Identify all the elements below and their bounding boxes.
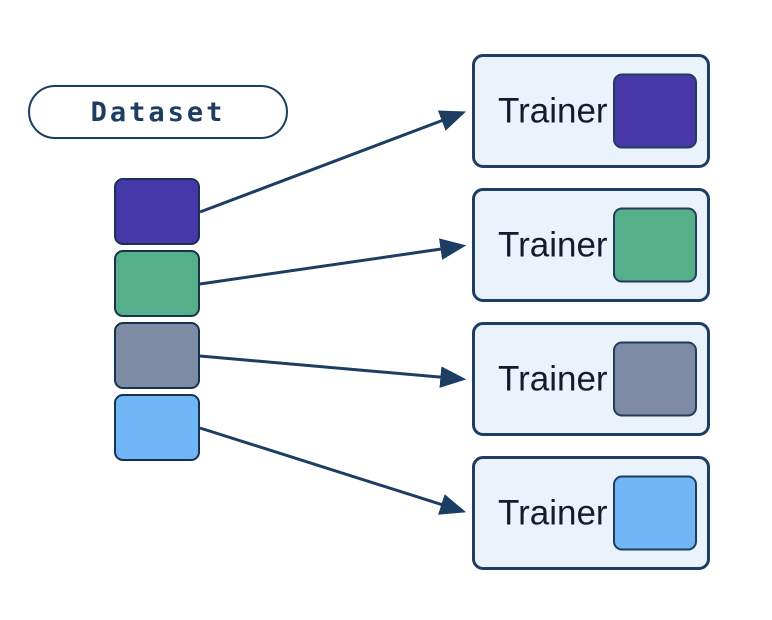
- trainer-label: Trainer: [498, 225, 608, 265]
- trainer-box-2: Trainer: [472, 188, 710, 302]
- shard4-to-trainer4-arrow: [199, 426, 467, 515]
- trainer-box-3: Trainer: [472, 322, 710, 436]
- trainer-shard-purple: [613, 73, 697, 149]
- trainer-label: Trainer: [498, 91, 608, 131]
- trainer-label: Trainer: [498, 493, 608, 533]
- dataset-label: Dataset: [90, 96, 226, 128]
- dataset-shard-3: [114, 322, 200, 389]
- shard3-to-trainer3-arrow: [199, 354, 467, 388]
- trainer-shard-gray: [613, 341, 697, 417]
- trainer-box-4: Trainer: [472, 456, 710, 570]
- dataset-shard-2: [114, 250, 200, 317]
- dataset-shard-4: [114, 394, 200, 461]
- shard2-to-trainer2-arrow: [199, 238, 467, 286]
- dataset-shard-1: [114, 178, 200, 245]
- dataset-pill: Dataset: [28, 85, 288, 139]
- trainer-box-1: Trainer: [472, 54, 710, 168]
- trainer-shard-green: [613, 207, 697, 283]
- trainer-label: Trainer: [498, 359, 608, 399]
- trainer-shard-blue: [613, 475, 697, 551]
